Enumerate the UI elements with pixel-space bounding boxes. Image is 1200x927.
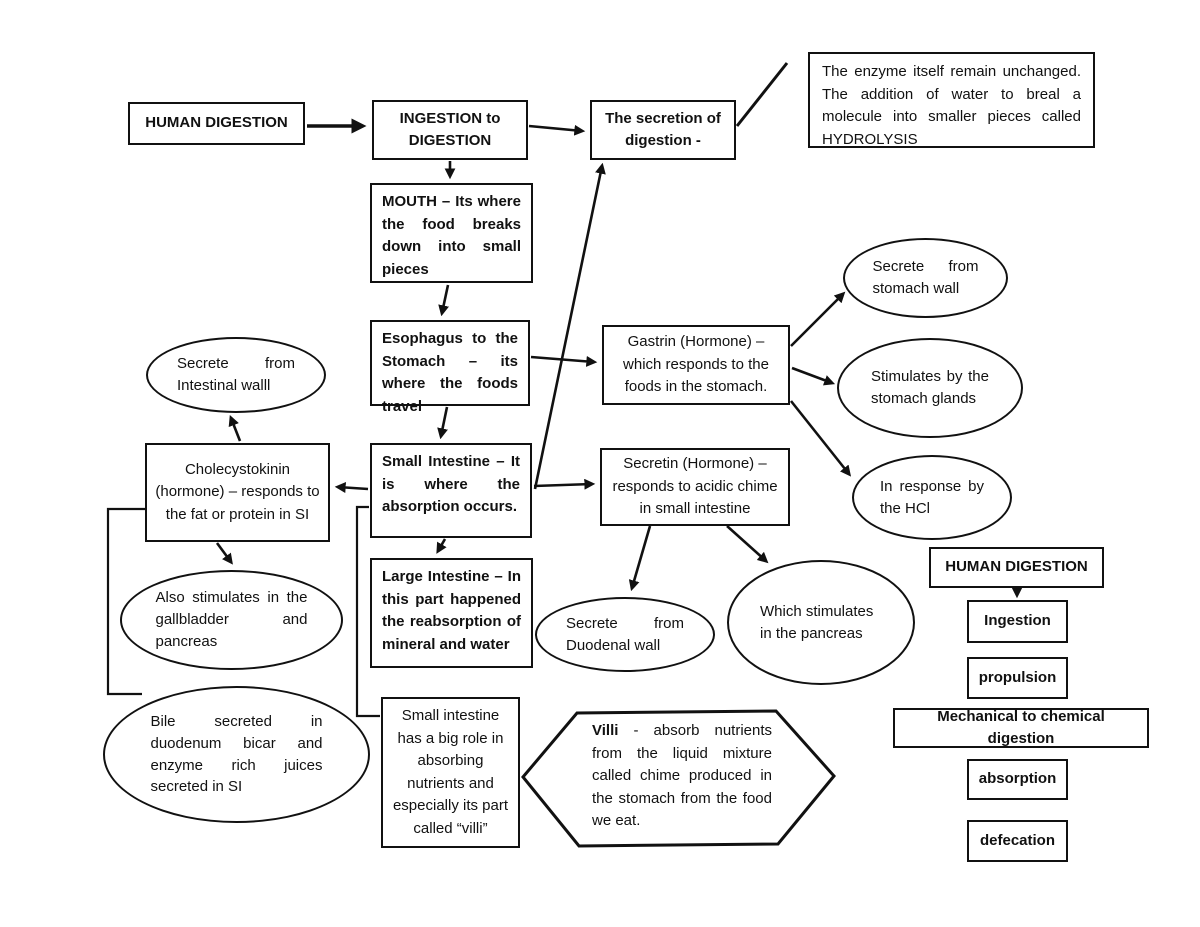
arrow-gastrin-to-hcl [789, 400, 852, 477]
ellipse-intestinal-wall: Secrete from Intestinal walll [146, 337, 326, 413]
arrow-cholecystokinin-to-gallbladder [215, 542, 233, 565]
arrow-esophagus-to-small-intestine [437, 406, 449, 440]
node-small-intestine-role: Small intestine has a big role in absorb… [381, 697, 520, 848]
ellipse-stomach-wall-text: Secrete from stomach wall [872, 258, 979, 297]
ellipse-pancreas-text: Which stimulates in the pancreas [760, 602, 874, 642]
node-human-digestion-label: HUMAN DIGESTION [145, 114, 288, 132]
node-hydrolysis-note-text: The enzyme itself remain unchanged. The … [822, 63, 1081, 148]
arrow-secretin-to-duodenal-wall [628, 525, 652, 592]
process-step-absorption: absorption [967, 759, 1068, 800]
ellipse-stomach-wall: Secrete from stomach wall [843, 238, 1008, 318]
node-gastrin: Gastrin (Hormone) – which responds to th… [602, 325, 790, 405]
villi-hexagon-label: Villi - absorb nutrients from the liquid… [592, 720, 772, 833]
node-secretion-of-digestion-label: The secretion of digestion - [605, 109, 721, 150]
ellipse-stomach-glands-text: Stimulates by the stomach glands [871, 368, 989, 407]
node-secretin: Secretin (Hormone) – responds to acidic … [600, 448, 790, 526]
process-title-label: HUMAN DIGESTION [945, 558, 1088, 576]
node-large-intestine: Large Intestine – In this part happened … [370, 558, 533, 668]
arrow-ingestion-to-secretion [528, 124, 586, 136]
node-small-intestine-text: Small Intestine – It is where the absorp… [382, 453, 520, 515]
node-small-intestine: Small Intestine – It is where the absorp… [370, 443, 532, 538]
process-title: HUMAN DIGESTION [929, 547, 1104, 588]
node-esophagus: Esophagus to the Stomach – its where the… [370, 320, 530, 415]
arrow-gastrin-to-stomach-glands [791, 366, 836, 386]
node-large-intestine-text: Large Intestine – In this part happened … [382, 568, 521, 653]
node-secretin-text: Secretin (Hormone) – responds to acidic … [612, 455, 778, 518]
process-step-ingestion: Ingestion [967, 600, 1068, 643]
ellipse-hcl: In response by the HCl [852, 455, 1012, 540]
line-secretion-to-hydrolysis [735, 62, 789, 127]
villi-term: Villi [592, 722, 619, 739]
arrow-cholecystokinin-to-intestinal-wall [228, 414, 242, 442]
process-step-ingestion-label: Ingestion [984, 612, 1051, 630]
ellipse-gallbladder-text: Also stimulates in the gallbladder and p… [155, 589, 308, 650]
ellipse-gallbladder: Also stimulates in the gallbladder and p… [120, 570, 343, 670]
arrow-small-intestine-to-secretin [533, 478, 596, 490]
node-esophagus-text: Esophagus to the Stomach – its where the… [382, 330, 518, 415]
node-small-intestine-role-text: Small intestine has a big role in absorb… [392, 707, 509, 837]
ellipse-bile-text: Bile secreted in duodenum bicar and enzy… [150, 713, 323, 796]
node-human-digestion: HUMAN DIGESTION [128, 102, 305, 145]
villi-description: - absorb nutrients from the liquid mixtu… [592, 722, 773, 829]
node-mouth-text: MOUTH – Its where the food breaks down i… [382, 193, 521, 278]
node-hydrolysis-note: The enzyme itself remain unchanged. The … [808, 52, 1095, 148]
process-step-defecation-label: defecation [979, 831, 1055, 849]
arrow-esophagus-to-gastrin [530, 355, 598, 367]
ellipse-intestinal-wall-text: Secrete from Intestinal walll [177, 355, 295, 394]
arrow-small-intestine-to-secretion [533, 162, 606, 490]
process-step-propulsion: propulsion [967, 657, 1068, 699]
ellipse-hcl-text: In response by the HCl [880, 477, 984, 517]
node-cholecystokinin: Cholecystokinin (hormone) – responds to … [145, 443, 330, 542]
process-step-propulsion-label: propulsion [978, 668, 1057, 686]
ellipse-stomach-glands: Stimulates by the stomach glands [837, 338, 1023, 438]
arrow-mouth-to-esophagus [438, 284, 450, 317]
node-gastrin-text: Gastrin (Hormone) – which responds to th… [623, 333, 769, 396]
process-step-absorption-label: absorption [978, 770, 1057, 788]
process-step-mechanical-chemical: Mechanical to chemical digestion [893, 708, 1149, 748]
arrow-small-intestine-to-cholecystokinin [334, 482, 369, 493]
ellipse-duodenal-wall: Secrete from Duodenal wall [535, 597, 715, 672]
process-step-mechanical-chemical-label: Mechanical to chemical digestion [937, 707, 1105, 748]
ellipse-pancreas: Which stimulates in the pancreas [727, 560, 915, 685]
ellipse-bile: Bile secreted in duodenum bicar and enzy… [103, 686, 370, 823]
ellipse-duodenal-wall-text: Secrete from Duodenal wall [566, 614, 684, 654]
arrow-secretin-to-pancreas [726, 525, 769, 564]
arrow-small-to-large-intestine [436, 538, 447, 554]
node-ingestion-to-digestion: INGESTION to DIGESTION [372, 100, 528, 160]
node-cholecystokinin-text: Cholecystokinin (hormone) – responds to … [155, 460, 320, 523]
node-ingestion-to-digestion-label: INGESTION to DIGESTION [399, 109, 501, 150]
node-secretion-of-digestion: The secretion of digestion - [590, 100, 736, 160]
node-mouth: MOUTH – Its where the food breaks down i… [370, 183, 533, 283]
arrow-gastrin-to-stomach-wall [790, 291, 846, 347]
process-step-defecation: defecation [967, 820, 1068, 862]
